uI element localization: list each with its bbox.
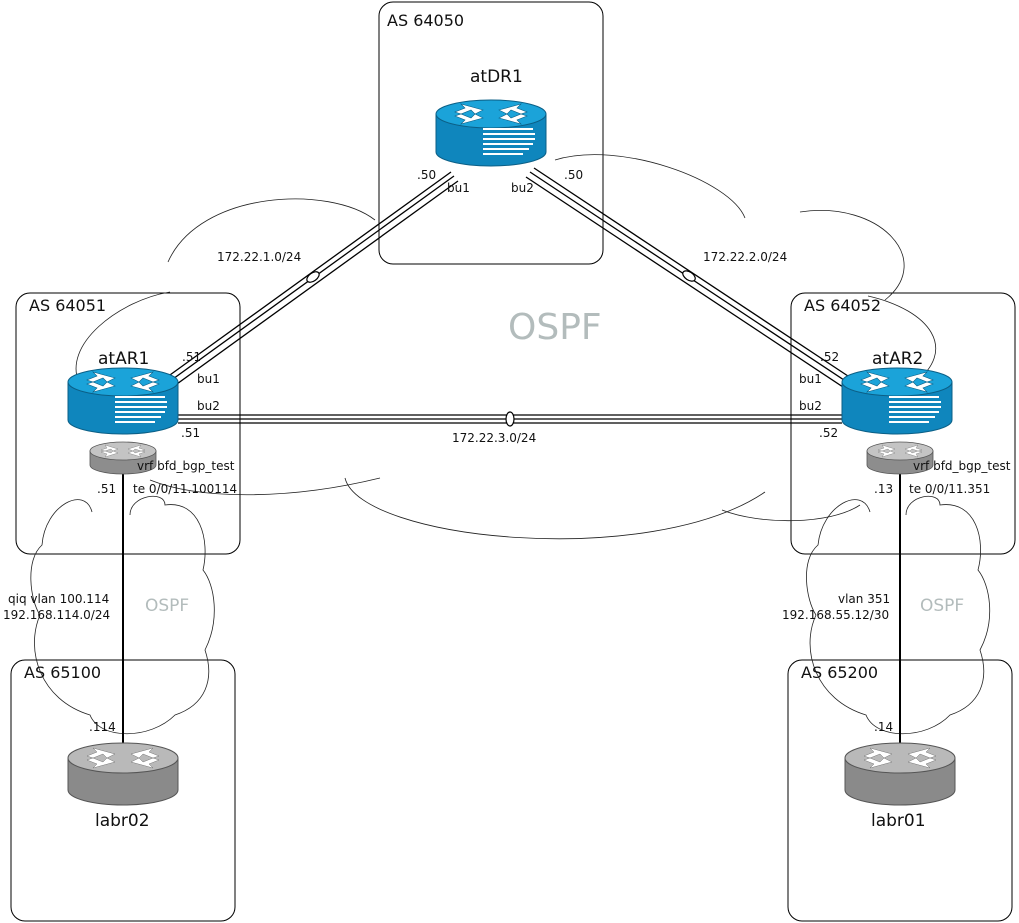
ip-ar2-access: .13 bbox=[874, 482, 893, 496]
as-label-dr: AS 64050 bbox=[387, 11, 464, 30]
router-atar1-icon[interactable] bbox=[67, 367, 179, 435]
router-labr02-name: labr02 bbox=[95, 811, 150, 831]
ospf-right-cloud bbox=[806, 496, 991, 734]
ip-labr02: .114 bbox=[89, 720, 116, 734]
ip-ar1-bu1: .51 bbox=[182, 350, 201, 364]
subnet-ar1-access: 192.168.114.0/24 bbox=[3, 608, 110, 622]
vlan-ar2: vlan 351 bbox=[838, 592, 890, 606]
if-ar2-bu1: bu1 bbox=[799, 372, 822, 386]
bundle-marker bbox=[505, 411, 515, 427]
ospf-left-label: OSPF bbox=[145, 596, 189, 616]
ospf-core-label: OSPF bbox=[508, 307, 602, 348]
ospf-left-cloud bbox=[30, 496, 215, 734]
as-box-dr bbox=[378, 1, 604, 265]
subnet-dr-ar2: 172.22.2.0/24 bbox=[703, 250, 787, 264]
ip-dr-bu1: .50 bbox=[417, 168, 436, 182]
subnet-dr-ar1: 172.22.1.0/24 bbox=[217, 250, 301, 264]
as-label-labr02: AS 65100 bbox=[24, 663, 101, 682]
router-atar2-icon[interactable] bbox=[841, 367, 953, 435]
router-atar2-name: atAR2 bbox=[872, 349, 923, 369]
vlan-ar1: qiq vlan 100.114 bbox=[8, 592, 109, 606]
ip-ar2-bu1: .52 bbox=[820, 350, 839, 364]
subnet-ar2-access: 192.168.55.12/30 bbox=[782, 608, 889, 622]
if-ar1-bu1: bu1 bbox=[197, 372, 220, 386]
ip-labr01: .14 bbox=[874, 720, 893, 734]
vrf-label-ar2: vrf bfd_bgp_test bbox=[913, 459, 1011, 473]
vrf-label-ar1: vrf bfd_bgp_test bbox=[137, 459, 235, 473]
if-dr-bu2: bu2 bbox=[511, 181, 534, 195]
as-label-ar2: AS 64052 bbox=[804, 296, 881, 315]
iface-ar2: te 0/0/11.351 bbox=[909, 482, 990, 496]
subnet-ar1-ar2: 172.22.3.0/24 bbox=[452, 431, 536, 445]
ip-ar1-bu2: .51 bbox=[181, 426, 200, 440]
router-labr01-name: labr01 bbox=[871, 811, 926, 831]
as-label-labr01: AS 65200 bbox=[801, 663, 878, 682]
if-ar1-bu2: bu2 bbox=[197, 399, 220, 413]
router-atdr1-name: atDR1 bbox=[470, 67, 523, 87]
if-dr-bu1: bu1 bbox=[447, 181, 470, 195]
router-labr02-icon[interactable] bbox=[67, 742, 179, 806]
router-atar1-name: atAR1 bbox=[98, 349, 149, 369]
router-atdr1-icon[interactable] bbox=[435, 99, 547, 167]
ip-ar1-access: .51 bbox=[97, 482, 116, 496]
ospf-right-label: OSPF bbox=[920, 596, 964, 616]
router-labr01-icon[interactable] bbox=[844, 742, 956, 806]
bundle-marker bbox=[682, 270, 696, 282]
if-ar2-bu2: bu2 bbox=[799, 399, 822, 413]
ip-dr-bu2: .50 bbox=[564, 168, 583, 182]
bundle-marker bbox=[306, 271, 320, 283]
ip-ar2-bu2: .52 bbox=[819, 426, 838, 440]
as-label-ar1: AS 64051 bbox=[29, 296, 106, 315]
iface-ar1: te 0/0/11.100114 bbox=[133, 482, 237, 496]
